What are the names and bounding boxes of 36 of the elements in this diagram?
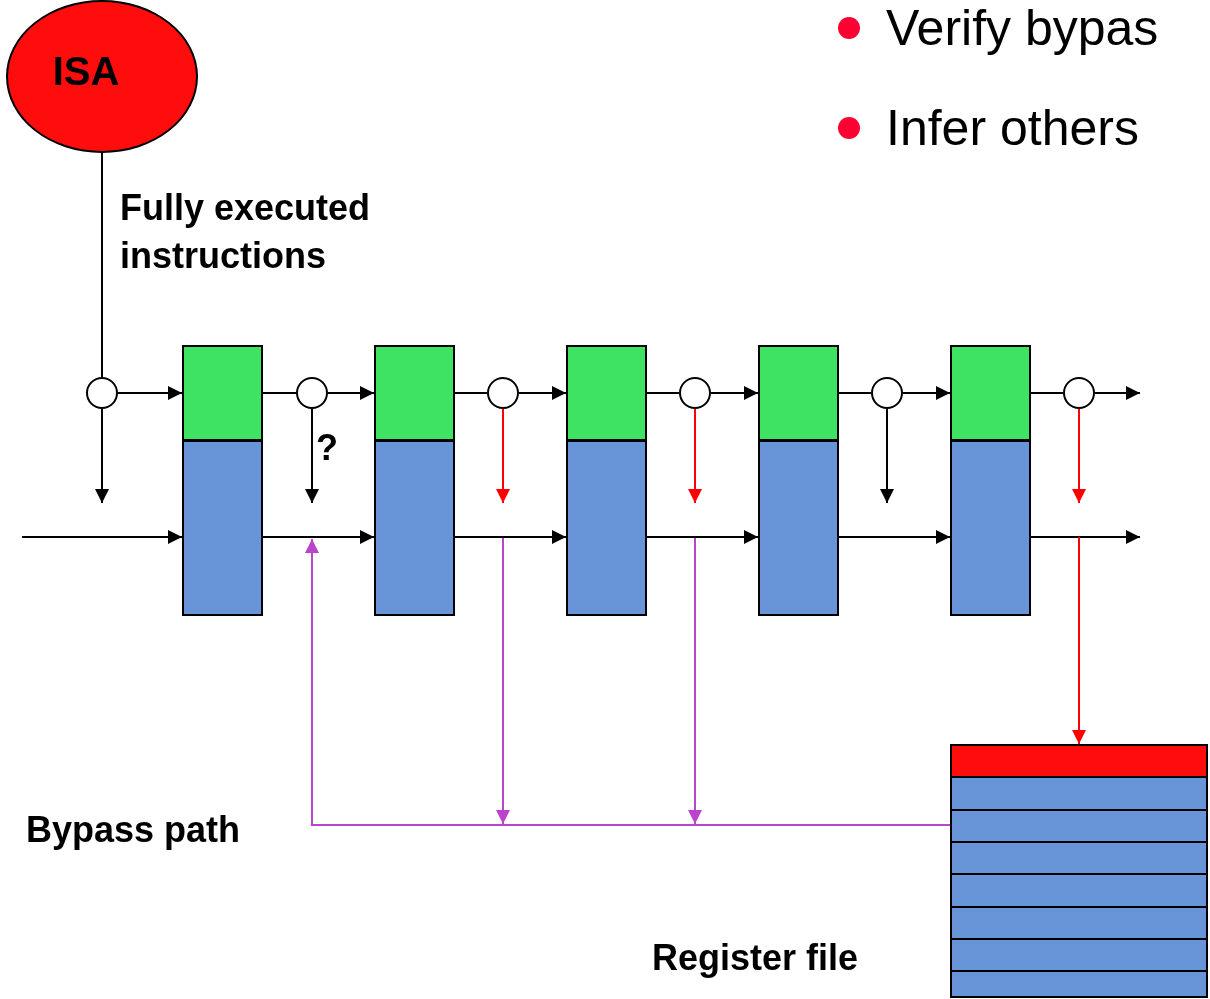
connector-arrow	[117, 386, 183, 400]
connector-arrow	[1072, 536, 1086, 745]
path-label: Bypass path	[26, 808, 241, 852]
connector-arrow	[710, 386, 759, 400]
connector-arrow	[327, 386, 375, 400]
connector-arrow	[1030, 530, 1141, 544]
connector-arrow	[262, 530, 375, 544]
stage-lower-block	[374, 440, 455, 616]
stage-upper-block	[566, 345, 647, 441]
connector-arrow	[21, 530, 183, 544]
connector-arrow	[902, 386, 951, 400]
connector-arrow	[646, 530, 759, 544]
bullet-text: Infer others	[886, 99, 1139, 158]
stage-upper-block	[758, 345, 839, 441]
node-caption: Register file	[652, 936, 859, 980]
connector-arrow	[305, 538, 951, 826]
connector-arrow	[518, 386, 567, 400]
stage-lower-block	[758, 440, 839, 616]
connector-arrow	[454, 530, 567, 544]
bullet-text: Verify bypas	[886, 0, 1159, 58]
stage-upper-block	[374, 345, 455, 441]
connector-arrow	[305, 408, 319, 504]
connector-arrow	[880, 408, 894, 504]
connector-arrow	[838, 530, 951, 544]
stage-lower-block	[950, 440, 1031, 616]
connector-arrow	[496, 408, 510, 504]
node-label: ISA	[52, 50, 120, 91]
connector-arrow	[1094, 386, 1141, 400]
register-row	[952, 746, 1206, 778]
stage-upper-block	[950, 345, 1031, 441]
connector-arrow	[688, 408, 702, 504]
stage-lower-block	[566, 440, 647, 616]
stage-lower-block	[182, 440, 263, 616]
stage-upper-block	[182, 345, 263, 441]
connector-arrow	[1072, 408, 1086, 504]
connector-arrow	[95, 408, 109, 504]
